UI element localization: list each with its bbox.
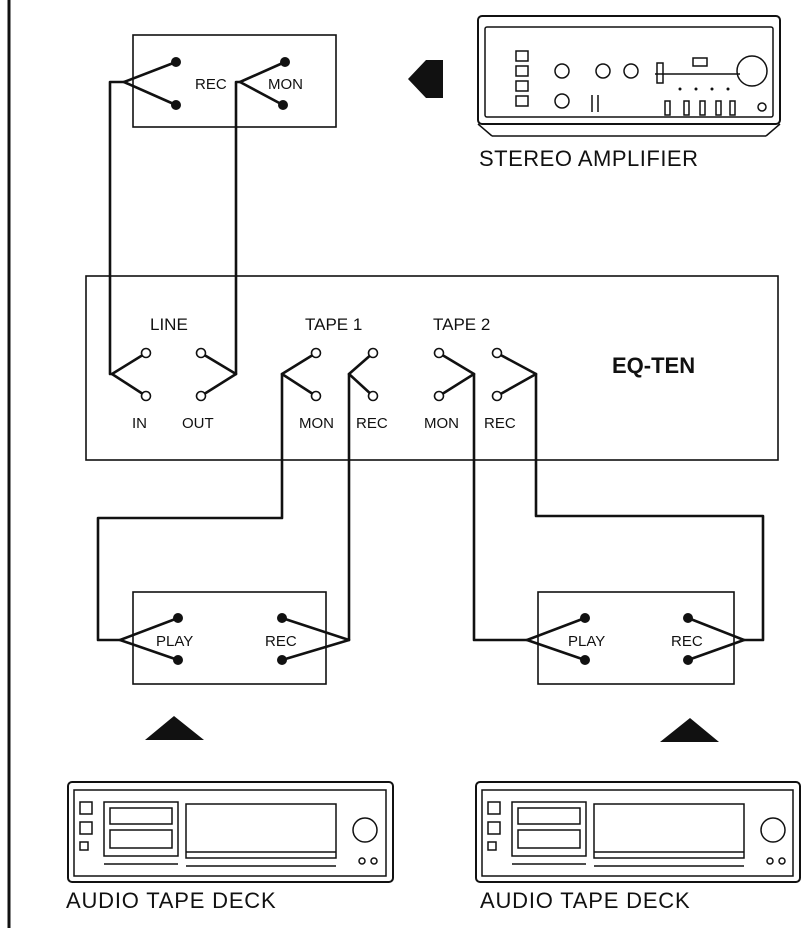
deck-right-caption: AUDIO TAPE DECK [480, 888, 690, 913]
arrow-up-icon [145, 716, 204, 740]
eq-ten-title: EQ-TEN [612, 353, 695, 378]
deck-right-panel: PLAY REC [525, 591, 746, 685]
tape2-section-label: TAPE 2 [433, 315, 490, 334]
deck-left-caption: AUDIO TAPE DECK [66, 888, 276, 913]
amplifier-panel: REC MON [122, 34, 337, 128]
tape2-rec-label: REC [484, 415, 516, 432]
eq-ten-unit: LINE TAPE 1 TAPE 2 EQ-TEN IN OUT MON REC… [85, 275, 779, 461]
tape2-mon-label: MON [424, 415, 459, 432]
stereo-amplifier-icon [477, 15, 781, 137]
amp-mon-label: MON [268, 76, 303, 93]
tape-deck-icon [67, 781, 394, 883]
tape1-mon-label: MON [299, 415, 334, 432]
connection-cables [96, 80, 765, 642]
tape1-section-label: TAPE 1 [305, 315, 362, 334]
deck-left-panel: PLAY REC [118, 591, 351, 685]
tape1-rec-label: REC [356, 415, 388, 432]
deck-left-rec-label: REC [265, 633, 297, 650]
deck-right-play-label: PLAY [568, 633, 605, 650]
tape-deck-icon [475, 781, 801, 883]
arrow-left-icon [408, 60, 443, 98]
arrow-up-icon [660, 718, 719, 742]
line-section-label: LINE [150, 315, 188, 334]
amp-rec-label: REC [195, 76, 227, 93]
amplifier-caption: STEREO AMPLIFIER [479, 146, 699, 171]
deck-right-rec-label: REC [671, 633, 703, 650]
deck-left-play-label: PLAY [156, 633, 193, 650]
line-out-label: OUT [182, 415, 214, 432]
line-in-label: IN [132, 415, 147, 432]
